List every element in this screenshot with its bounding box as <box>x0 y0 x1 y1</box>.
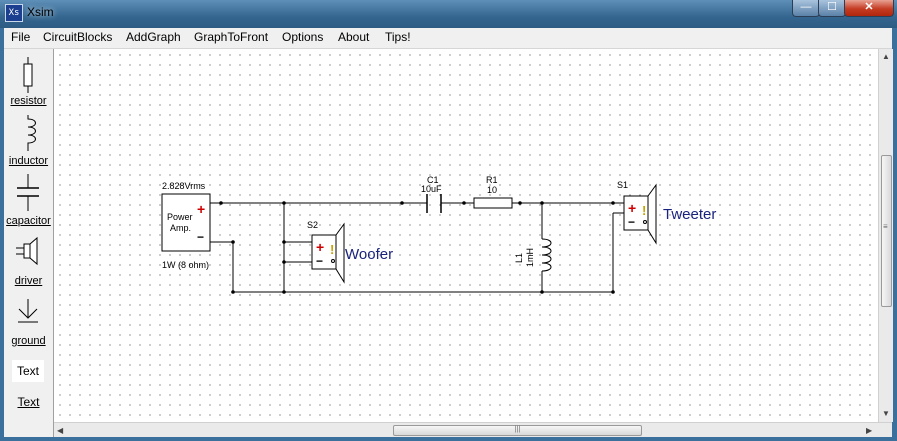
amp-plus-sign: + <box>197 201 205 217</box>
l1-value: 1mH <box>525 248 535 267</box>
menu-graphtofront[interactable]: GraphToFront <box>194 30 269 44</box>
s1-mark: ! <box>642 203 646 218</box>
menu-bar: File CircuitBlocks AddGraph GraphToFront… <box>4 28 892 49</box>
horizontal-scrollbar[interactable]: ◀ ||| ▶ <box>54 422 892 438</box>
tool-text-box[interactable]: Text <box>12 360 44 382</box>
vertical-grip: ≡ <box>883 222 888 231</box>
amp-voltage-label: 2.828Vrms <box>162 181 206 191</box>
capacitor-c1[interactable]: C1 10uF <box>421 175 442 213</box>
menu-tips[interactable]: Tips! <box>385 30 411 44</box>
component-toolbox: resistor inductor capacitor driver groun <box>4 49 54 437</box>
l1-name: L1 <box>514 253 524 263</box>
c1-value: 10uF <box>421 184 442 194</box>
window-title: Xsim <box>27 5 54 19</box>
amp-name-line1: Power <box>167 212 193 222</box>
tool-driver[interactable] <box>4 235 53 275</box>
horizontal-scroll-thumb[interactable]: ||| <box>393 425 642 436</box>
tool-driver-label[interactable]: driver <box>14 275 43 287</box>
s1-minus: − <box>628 215 635 229</box>
amp-name-line2: Amp. <box>170 223 191 233</box>
s1-name: S1 <box>617 180 628 190</box>
horizontal-grip: ||| <box>514 426 521 433</box>
tool-resistor[interactable] <box>4 55 53 115</box>
window-bottom-frame <box>0 437 897 441</box>
vertical-scroll-thumb[interactable]: ≡ <box>881 155 892 307</box>
menu-options[interactable]: Options <box>282 30 324 44</box>
inductor-l1[interactable]: L1 1mH <box>514 238 552 272</box>
woofer-s2[interactable]: S2 + − ! Woofer <box>307 220 393 284</box>
s2-minus: − <box>316 254 323 268</box>
ground-icon <box>18 299 38 323</box>
tweeter-s1[interactable]: S1 + − ! Tweeter <box>617 180 716 245</box>
title-bar: Xs Xsim — ☐ ✕ <box>0 0 897 28</box>
close-button[interactable]: ✕ <box>844 0 894 17</box>
tool-ground[interactable] <box>4 297 53 333</box>
menu-file[interactable]: File <box>11 30 31 44</box>
scroll-up-arrow[interactable]: ▲ <box>882 52 890 61</box>
menu-circuitblocks[interactable]: CircuitBlocks <box>43 30 113 44</box>
resistor-r1[interactable]: R1 10 <box>473 175 513 209</box>
r1-name: R1 <box>486 175 498 185</box>
power-amp[interactable]: 2.828Vrms Power Amp. + − 1W (8 ohm) <box>161 181 211 270</box>
r1-value: 10 <box>487 185 497 195</box>
vertical-scrollbar[interactable]: ▲ ≡ ▼ <box>878 49 893 422</box>
woofer-label: Woofer <box>345 246 393 263</box>
scroll-down-arrow[interactable]: ▼ <box>882 409 890 418</box>
tool-capacitor[interactable] <box>4 173 53 213</box>
inductor-icon <box>27 115 36 151</box>
circuit-canvas[interactable]: 2.828Vrms Power Amp. + − 1W (8 ohm) C1 1… <box>54 49 878 422</box>
tool-resistor-label[interactable]: resistor <box>10 95 47 107</box>
minimize-button[interactable]: — <box>792 0 820 17</box>
menu-about[interactable]: About <box>338 30 370 44</box>
capacitor-icon <box>17 174 39 211</box>
amp-minus-sign: − <box>197 230 204 244</box>
scroll-right-arrow[interactable]: ▶ <box>866 426 873 435</box>
tool-inductor[interactable] <box>4 113 53 153</box>
s2-mark: ! <box>330 242 334 257</box>
resistor-icon <box>23 57 33 93</box>
menu-addgraph[interactable]: AddGraph <box>126 30 181 44</box>
driver-icon <box>16 236 38 266</box>
tool-text-link[interactable]: Text <box>17 395 40 409</box>
tool-inductor-label[interactable]: inductor <box>8 155 49 167</box>
scroll-left-arrow[interactable]: ◀ <box>57 426 64 435</box>
c1-name: C1 <box>427 175 439 185</box>
wires <box>210 202 624 293</box>
amp-power-label: 1W (8 ohm) <box>162 260 209 270</box>
s1-plus: + <box>628 200 636 216</box>
tool-ground-label[interactable]: ground <box>11 335 46 347</box>
circuit-schematic: 2.828Vrms Power Amp. + − 1W (8 ohm) C1 1… <box>161 175 716 294</box>
app-icon: Xs <box>5 4 23 22</box>
maximize-button[interactable]: ☐ <box>818 0 846 17</box>
s2-plus: + <box>316 239 324 255</box>
junction-dots <box>219 201 615 294</box>
s2-name: S2 <box>307 220 318 230</box>
tweeter-label: Tweeter <box>663 206 716 223</box>
tool-capacitor-label[interactable]: capacitor <box>6 215 51 227</box>
